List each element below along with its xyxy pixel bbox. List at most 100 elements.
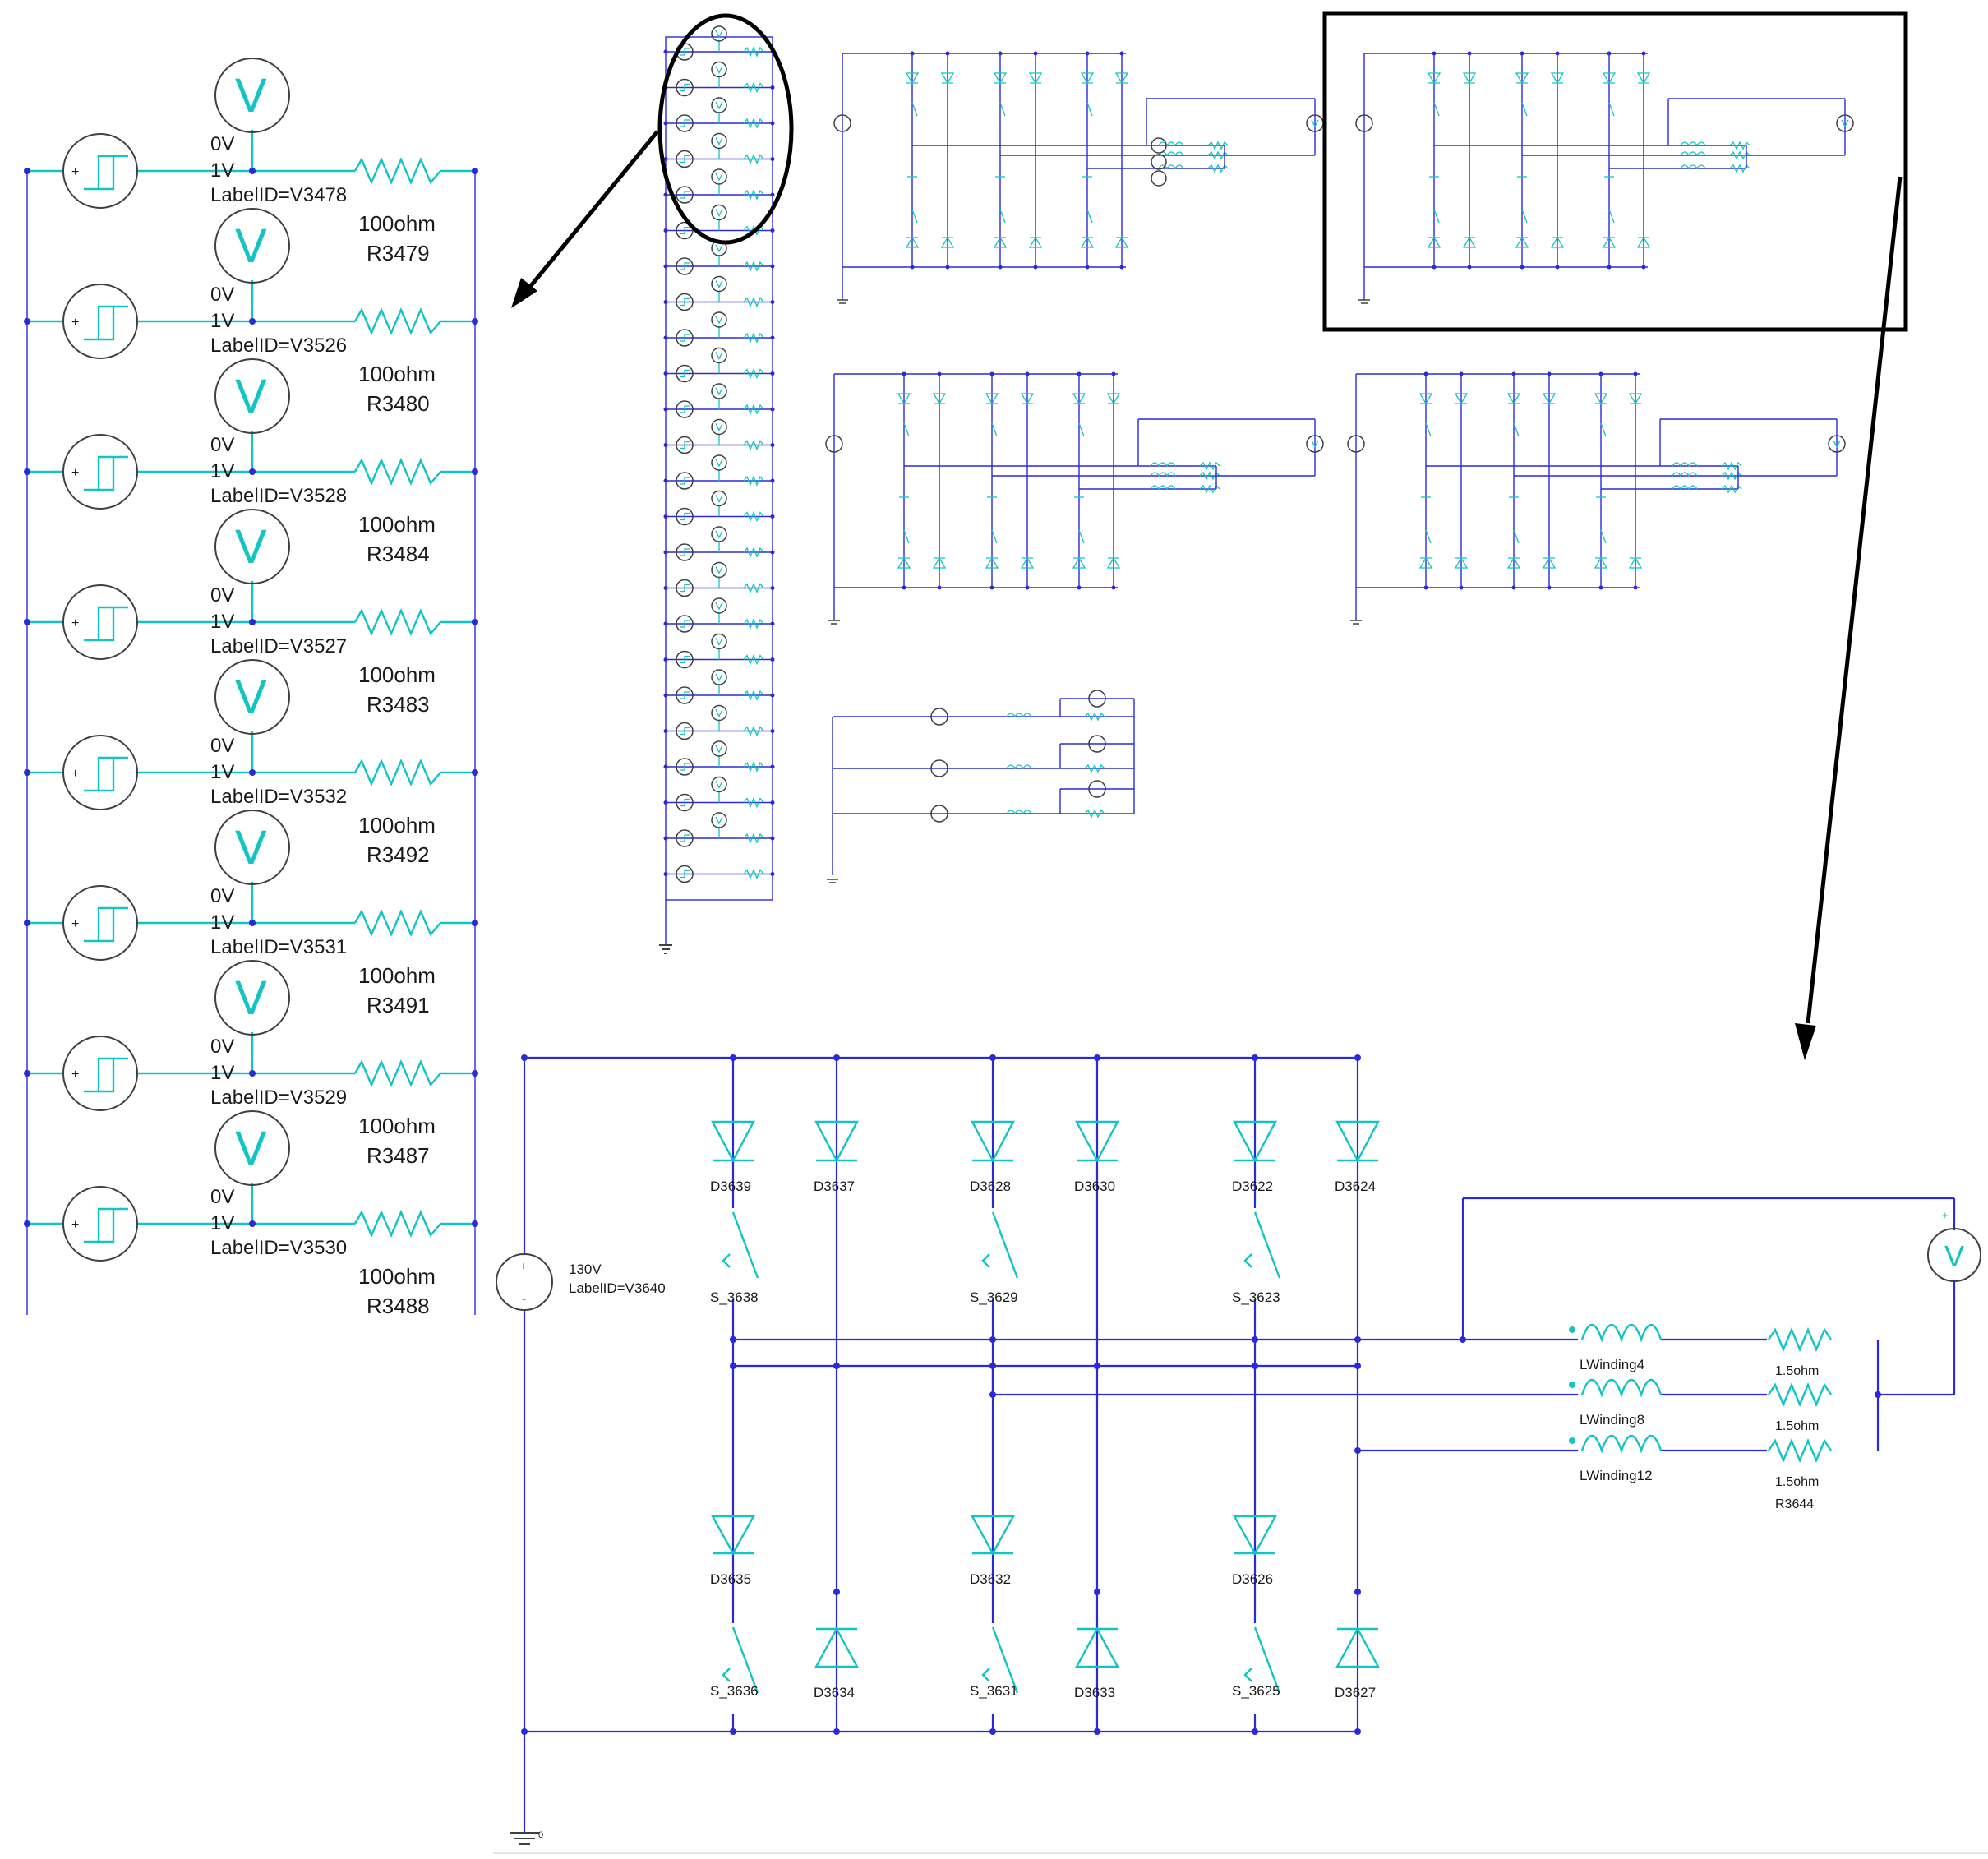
diode-icon[interactable] (711, 1120, 755, 1163)
source-minus-sign: - (522, 1292, 526, 1306)
resistor-icon[interactable] (353, 908, 441, 938)
switch-label: S_3636 (710, 1683, 759, 1699)
resistor-icon[interactable] (353, 758, 441, 787)
diode-icon[interactable] (1074, 1626, 1120, 1668)
voltage-high-label: 1V (210, 1062, 234, 1084)
resistor-icon[interactable] (1767, 1326, 1833, 1353)
switch-icon[interactable] (981, 1208, 1019, 1299)
resistor-icon[interactable] (353, 1209, 441, 1239)
resistor-icon[interactable] (353, 307, 441, 336)
switch-icon[interactable] (722, 1208, 759, 1299)
resistor-icon[interactable] (1767, 1382, 1833, 1408)
voltage-low-label: 0V (210, 885, 234, 907)
pulse-source-icon[interactable]: + (62, 885, 138, 961)
resistor-name: R3492 (367, 842, 430, 867)
resistor-name: R3483 (367, 692, 430, 717)
voltmeter-icon[interactable]: V (214, 58, 290, 133)
diode-icon[interactable] (1233, 1120, 1277, 1163)
voltmeter-icon[interactable]: V (214, 659, 290, 735)
voltmeter-icon[interactable]: V (214, 1110, 290, 1186)
zoom-arrow-right (1795, 176, 1903, 1060)
source-plus-sign: + (71, 165, 79, 179)
diode-icon[interactable] (814, 1120, 859, 1163)
voltage-high-label: 1V (210, 761, 234, 783)
diode-icon[interactable] (1232, 1515, 1278, 1556)
voltmeter-symbol: V (235, 821, 267, 874)
inductor-icon[interactable] (1569, 1319, 1663, 1344)
voltmeter-symbol: V (235, 971, 267, 1025)
source-plus-sign: + (71, 1218, 79, 1232)
pulse-source-icon[interactable]: + (62, 1036, 138, 1111)
inverter-detail: D3639S_3638D3635S_3636D3637D3634D3628S_3… (496, 1054, 1981, 1845)
resistor-value: 100ohm (358, 512, 436, 537)
pulse-source-icon[interactable]: + (62, 584, 138, 660)
switch-icon[interactable] (722, 1623, 759, 1714)
resistor-value: 100ohm (358, 813, 436, 837)
resistor-value: 100ohm (358, 211, 436, 236)
source-plus-sign: + (71, 917, 79, 931)
voltmeter-symbol: V (235, 1122, 267, 1175)
switch-icon[interactable] (1243, 1623, 1281, 1714)
source-labelid: LabelID=V3532 (210, 786, 347, 808)
ground-icon (659, 944, 672, 954)
voltmeter-plus-sign: + (1942, 1209, 1949, 1221)
resistor-icon[interactable] (353, 607, 441, 637)
resistor-value: 1.5ohm (1775, 1364, 1819, 1378)
zoom-arrow-left (511, 130, 659, 308)
voltmeter-icon[interactable]: V (214, 960, 290, 1036)
voltage-high-label: 1V (210, 911, 234, 934)
resistor-icon[interactable] (353, 457, 441, 487)
inductor-icon[interactable] (1569, 1374, 1663, 1399)
pulse-source-icon[interactable]: + (62, 133, 138, 209)
voltmeter-symbol: V (235, 69, 267, 122)
diode-icon[interactable] (970, 1515, 1016, 1556)
diode-label: D3632 (970, 1571, 1011, 1587)
voltmeter-icon[interactable]: V (214, 358, 290, 434)
resistor-name: R3484 (367, 542, 430, 566)
voltmeter-symbol: V (235, 520, 267, 574)
inductor-label: LWinding4 (1580, 1357, 1644, 1372)
diode-icon[interactable] (710, 1515, 756, 1556)
switch-icon[interactable] (1243, 1208, 1281, 1299)
voltage-high-label: 1V (210, 1212, 234, 1234)
diode-icon[interactable] (814, 1626, 860, 1668)
voltmeter-icon[interactable]: V (214, 509, 290, 584)
switch-icon[interactable] (981, 1623, 1019, 1714)
resistor-name: R3479 (367, 241, 430, 265)
source-labelid: LabelID=V3528 (210, 485, 347, 507)
source-labelid: LabelID=V3527 (210, 635, 347, 657)
pulse-source-icon[interactable]: + (62, 284, 138, 359)
diode-label: D3626 (1232, 1571, 1273, 1587)
pulse-source-icon[interactable]: + (62, 434, 138, 510)
inductor-icon[interactable] (1569, 1430, 1663, 1455)
resistor-value: 100ohm (358, 362, 436, 386)
inverter-overview-3 (825, 371, 1324, 625)
voltmeter-icon[interactable]: V (214, 810, 290, 885)
voltmeter-icon[interactable]: V + (1927, 1209, 1981, 1282)
switch-label: S_3629 (970, 1289, 1018, 1305)
voltmeter-symbol: V (235, 370, 267, 423)
diode-icon[interactable] (1335, 1626, 1381, 1668)
resistor-icon[interactable] (353, 1059, 441, 1088)
voltmeter-icon[interactable]: V (214, 208, 290, 284)
resistor-icon[interactable] (1767, 1437, 1833, 1464)
diode-icon[interactable] (971, 1120, 1015, 1163)
resistor-value: 1.5ohm (1775, 1419, 1819, 1433)
source-labelid: LabelID=V3530 (210, 1237, 347, 1259)
dc-voltage-source[interactable]: + - (496, 1253, 553, 1311)
diode-icon[interactable] (1075, 1120, 1119, 1163)
pulse-source-icon[interactable]: + (62, 1186, 138, 1262)
diode-label: D3633 (1074, 1685, 1115, 1700)
diode-icon[interactable] (1335, 1120, 1380, 1163)
pulse-source-icon[interactable]: + (62, 735, 138, 810)
ground-label: 0 (538, 1830, 543, 1840)
resistor-name: R3487 (367, 1143, 430, 1168)
resistor-icon[interactable] (353, 156, 441, 186)
voltage-low-label: 0V (210, 735, 234, 757)
